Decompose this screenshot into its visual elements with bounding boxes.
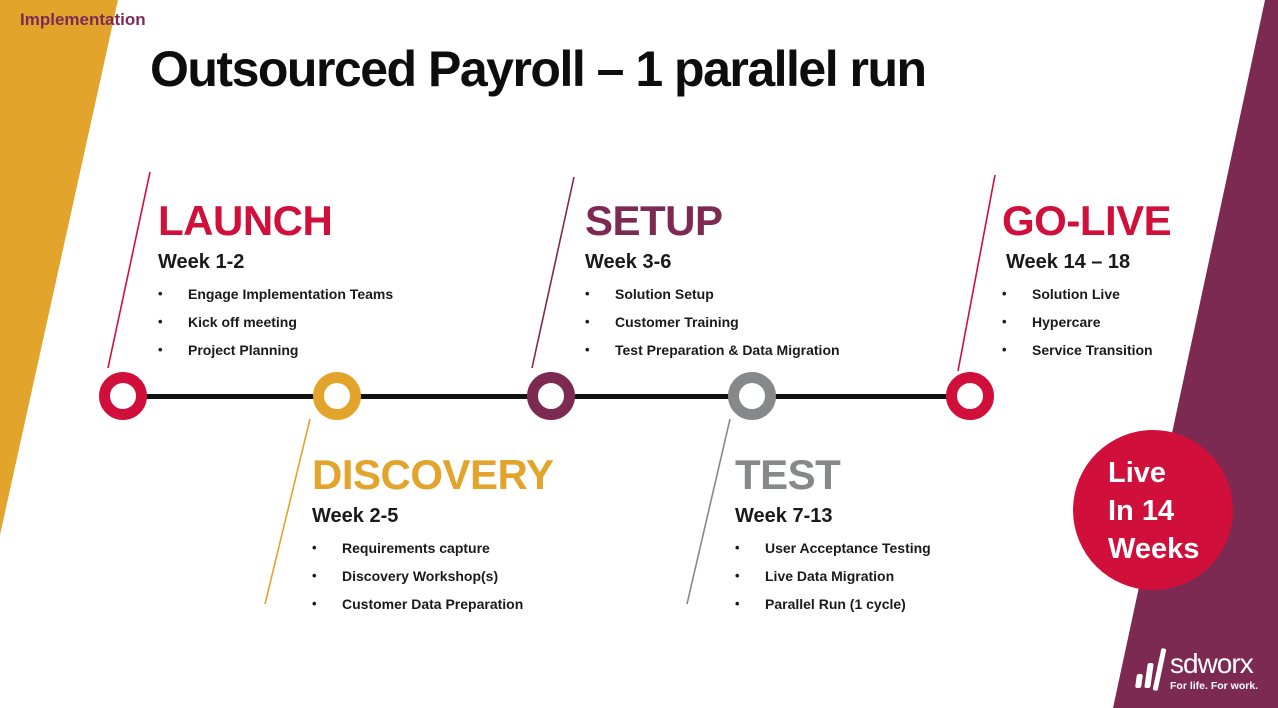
phase-title: DISCOVERY bbox=[312, 451, 554, 498]
phase-week: Week 14 – 18 bbox=[1006, 251, 1131, 273]
list-item: • Engage Implementation Teams bbox=[158, 286, 488, 302]
badge-line: Weeks bbox=[1108, 533, 1200, 565]
bullet-dot-icon: • bbox=[1002, 314, 1007, 329]
bullet-text: Kick off meeting bbox=[188, 314, 297, 330]
bullet-dot-icon: • bbox=[735, 596, 740, 611]
bullet-text: Service Transition bbox=[1032, 342, 1153, 358]
phase-bullet-list: • Solution Live • Hypercare • Service Trans… bbox=[1002, 286, 1262, 358]
bullet-dot-icon: • bbox=[585, 314, 590, 329]
logo-tagline: For life. For work. bbox=[1170, 680, 1259, 692]
bullet-text: Solution Live bbox=[1032, 286, 1120, 302]
bullet-dot-icon: • bbox=[312, 540, 317, 555]
connector-test bbox=[686, 418, 731, 605]
badge-line: In 14 bbox=[1108, 495, 1175, 527]
phase-bullet-list: • Solution Setup • Customer Training • Test… bbox=[585, 286, 945, 358]
phase-block-test: TEST Week 7-13 • User Acceptance Testing … bbox=[735, 452, 1065, 624]
page-title: Outsourced Payroll – 1 parallel run bbox=[150, 41, 927, 97]
milestone-ring-test bbox=[728, 372, 776, 420]
phase-week: Week 7-13 bbox=[735, 505, 833, 527]
list-item: • Hypercare bbox=[1002, 314, 1262, 330]
connector-setup bbox=[531, 176, 575, 369]
bullet-text: Engage Implementation Teams bbox=[188, 286, 394, 302]
phase-week: Week 1-2 bbox=[158, 251, 245, 273]
sdworx-logo-bars-icon bbox=[1135, 647, 1167, 694]
bullet-text: Live Data Migration bbox=[765, 568, 895, 584]
phase-week: Week 3-6 bbox=[585, 251, 672, 273]
connector-discovery bbox=[264, 418, 311, 605]
list-item: • Parallel Run (1 cycle) bbox=[735, 596, 1065, 612]
bullet-dot-icon: • bbox=[735, 568, 740, 583]
list-item: • Service Transition bbox=[1002, 342, 1262, 358]
bullet-text: Hypercare bbox=[1032, 314, 1101, 330]
phase-bullet-list: • User Acceptance Testing • Live Data Migr… bbox=[735, 540, 1065, 612]
milestone-ring-discovery bbox=[313, 372, 361, 420]
phase-title: SETUP bbox=[585, 197, 723, 244]
list-item: • Customer Data Preparation bbox=[312, 596, 642, 612]
bullet-dot-icon: • bbox=[585, 342, 590, 357]
bullet-dot-icon: • bbox=[312, 596, 317, 611]
phase-block-golive: GO-LIVE Week 14 – 18 • Solution Live • Hyp… bbox=[1002, 198, 1262, 370]
logo-wordmark: sdworx bbox=[1170, 648, 1254, 679]
list-item: • Solution Setup bbox=[585, 286, 945, 302]
phase-block-setup: SETUP Week 3-6 • Solution Setup • Customer… bbox=[585, 198, 945, 370]
connector-launch bbox=[107, 171, 151, 369]
bullet-text: Customer Training bbox=[615, 314, 739, 330]
badge-line: Live bbox=[1108, 457, 1167, 489]
list-item: • Kick off meeting bbox=[158, 314, 488, 330]
bullet-dot-icon: • bbox=[158, 286, 163, 301]
phase-bullet-list: • Requirements capture • Discovery Worksho… bbox=[312, 540, 642, 612]
bullet-text: Test Preparation & Data Migration bbox=[615, 342, 840, 358]
phase-block-discovery: DISCOVERY Week 2-5 • Requirements capture… bbox=[312, 452, 642, 624]
bullet-text: User Acceptance Testing bbox=[765, 540, 931, 556]
bullet-dot-icon: • bbox=[585, 286, 590, 301]
list-item: • Requirements capture bbox=[312, 540, 642, 556]
bullet-dot-icon: • bbox=[1002, 342, 1007, 357]
list-item: • Project Planning bbox=[158, 342, 488, 358]
bullet-text: Solution Setup bbox=[615, 286, 714, 302]
bullet-dot-icon: • bbox=[735, 540, 740, 555]
phase-title: GO-LIVE bbox=[1002, 197, 1172, 244]
bullet-text: Requirements capture bbox=[342, 540, 490, 556]
phase-bullet-list: • Engage Implementation Teams • Kick off m… bbox=[158, 286, 488, 358]
live-in-14-weeks-badge: Live In 14 Weeks bbox=[1073, 430, 1233, 590]
milestone-ring-launch bbox=[99, 372, 147, 420]
list-item: • Discovery Workshop(s) bbox=[312, 568, 642, 584]
bullet-text: Project Planning bbox=[188, 342, 299, 358]
list-item: • User Acceptance Testing bbox=[735, 540, 1065, 556]
sdworx-logo: sdworx For life. For work. bbox=[1128, 646, 1260, 698]
list-item: • Solution Live bbox=[1002, 286, 1262, 302]
phase-block-launch: LAUNCH Week 1-2 • Engage Implementation T… bbox=[158, 198, 488, 370]
list-item: • Live Data Migration bbox=[735, 568, 1065, 584]
phase-title: LAUNCH bbox=[158, 197, 333, 244]
milestone-ring-setup bbox=[527, 372, 575, 420]
phase-title: TEST bbox=[735, 451, 841, 498]
bullet-dot-icon: • bbox=[1002, 286, 1007, 301]
bullet-dot-icon: • bbox=[158, 314, 163, 329]
bullet-text: Discovery Workshop(s) bbox=[342, 568, 499, 584]
list-item: • Customer Training bbox=[585, 314, 945, 330]
bullet-text: Parallel Run (1 cycle) bbox=[765, 596, 906, 612]
connector-golive bbox=[957, 174, 996, 372]
slide-tag: Implementation bbox=[20, 10, 146, 29]
list-item: • Test Preparation & Data Migration bbox=[585, 342, 945, 358]
phase-week: Week 2-5 bbox=[312, 505, 399, 527]
bullet-dot-icon: • bbox=[312, 568, 317, 583]
milestone-ring-golive bbox=[946, 372, 994, 420]
yellow-corner-shape bbox=[0, 0, 118, 535]
bullet-text: Customer Data Preparation bbox=[342, 596, 524, 612]
bullet-dot-icon: • bbox=[158, 342, 163, 357]
